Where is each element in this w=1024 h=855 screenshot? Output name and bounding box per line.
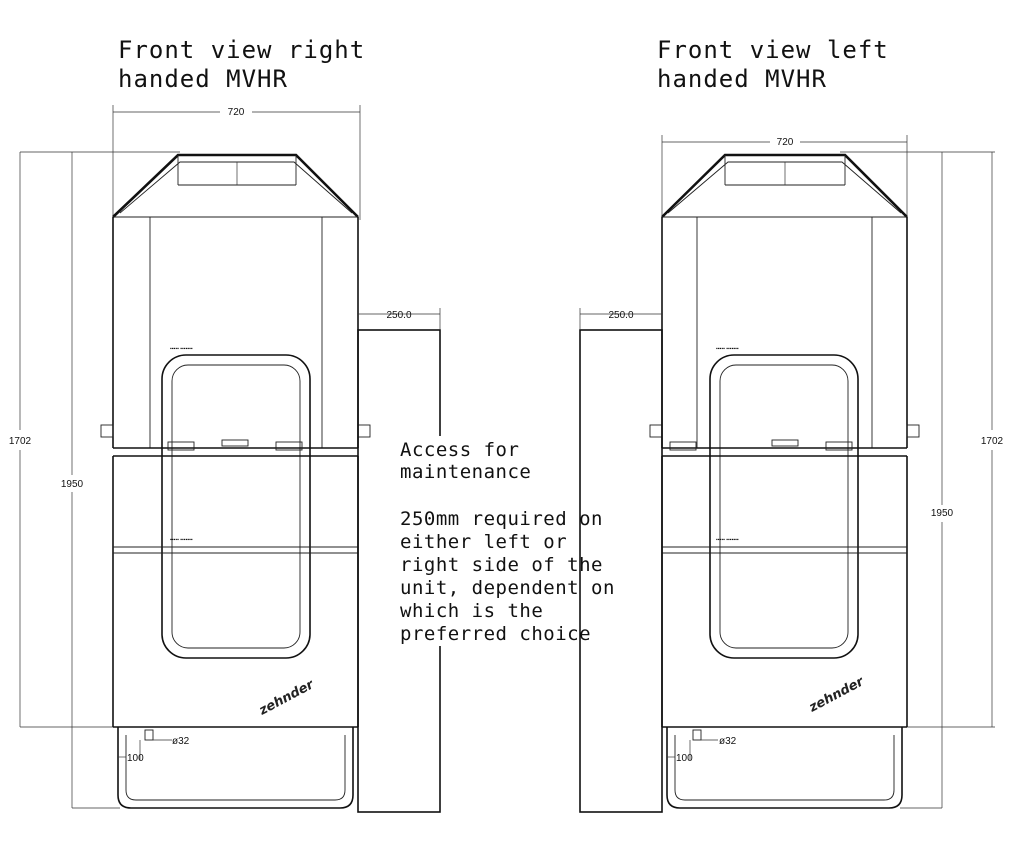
left-width-dimension: 720 (661, 135, 908, 220)
left-unit-body: ▪▪▪▪▪ ▪▪▪▪▪▪▪ ▪▪▪▪▪ ▪▪▪▪▪▪▪ zehnder ø32 … (649, 153, 920, 809)
right-clearance-label: 250.0 (386, 310, 411, 321)
note-line1: Access for (400, 439, 519, 461)
left-upper-label-plate: ▪▪▪▪▪ ▪▪▪▪▪▪▪ (716, 346, 739, 352)
right-height-dimensions: 1702 1950 (9, 151, 180, 809)
left-height-dimensions: 1702 1950 (840, 151, 1004, 809)
note-line2: maintenance (400, 461, 531, 483)
right-pipe-dim: ø32 (172, 736, 190, 747)
right-width-label: 720 (228, 107, 245, 118)
right-handed-view: Front view right handed MVHR 720 1702 19… (9, 36, 441, 813)
maintenance-note: Access for maintenance 250mm required on… (396, 436, 636, 646)
note-line3: 250mm required on (400, 508, 603, 530)
right-zehnder-logo: zehnder (256, 677, 318, 719)
right-width-dimension: 720 (112, 105, 361, 220)
right-outer-height-label: 1702 (9, 436, 32, 447)
note-line7: which is the (400, 600, 543, 622)
right-view-title-line2: handed MVHR (118, 65, 288, 93)
left-clearance-label: 250.0 (608, 310, 633, 321)
note-line5: right side of the (400, 554, 603, 576)
left-offset-dim: 100 (676, 753, 693, 764)
left-width-label: 720 (777, 137, 794, 148)
right-view-title-line1: Front view right (118, 36, 365, 64)
left-pipe-dim: ø32 (719, 736, 737, 747)
left-view-title-line2: handed MVHR (657, 65, 827, 93)
left-outer-height-label: 1702 (981, 436, 1004, 447)
left-inner-height-label: 1950 (931, 508, 954, 519)
note-line8: preferred choice (400, 623, 591, 645)
left-view-title-line1: Front view left (657, 36, 889, 64)
note-line4: either left or (400, 531, 567, 553)
note-line6: unit, dependent on (400, 577, 615, 599)
left-clearance-zone: 250.0 (579, 308, 663, 813)
left-lower-label-plate: ▪▪▪▪▪ ▪▪▪▪▪▪▪ (716, 537, 739, 543)
right-upper-label-plate: ▪▪▪▪▪ ▪▪▪▪▪▪▪ (170, 346, 193, 352)
left-handed-view: Front view left handed MVHR 720 1702 195… (579, 36, 1004, 813)
right-unit-body: ▪▪▪▪▪ ▪▪▪▪▪▪▪ ▪▪▪▪▪ ▪▪▪▪▪▪▪ zehnder ø32 (100, 153, 371, 809)
left-zehnder-logo: zehnder (806, 674, 868, 716)
right-lower-label-plate: ▪▪▪▪▪ ▪▪▪▪▪▪▪ (170, 537, 193, 543)
right-inner-height-label: 1950 (61, 479, 84, 490)
right-offset-dim: 100 (127, 753, 144, 764)
